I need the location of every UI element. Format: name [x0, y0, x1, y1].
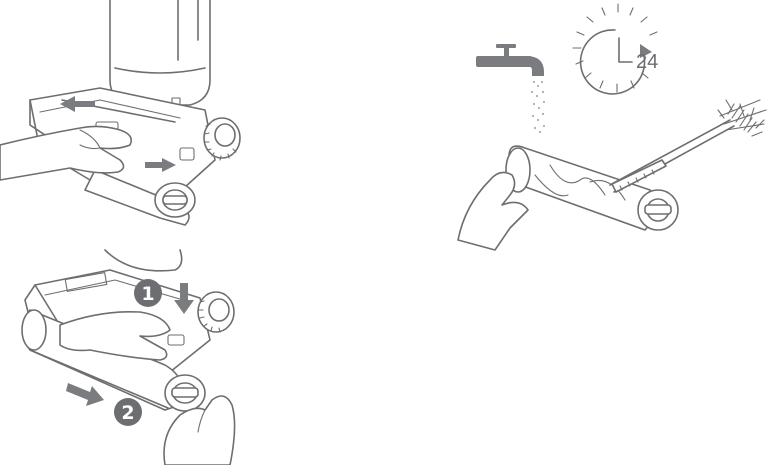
step-one-number: 1: [141, 283, 154, 305]
roller-wash-illustration: 24: [440, 0, 770, 260]
step-two-badge: 2: [114, 398, 142, 426]
step-two-number: 2: [121, 402, 134, 424]
cleaning-brush: [610, 100, 766, 192]
faucet-icon: [476, 44, 544, 76]
step-wash-dry-illustration: 24: [440, 0, 770, 260]
roller-brush: [506, 146, 678, 230]
step-remove-roller-illustration: 1 2: [0, 240, 250, 465]
clock-hours-label: 24: [636, 51, 658, 73]
water-drops: [531, 81, 545, 133]
roller-removal-illustration: 1 2: [0, 240, 250, 465]
brush-head-top-illustration: [0, 0, 250, 230]
pull-out-arrow: [66, 383, 104, 406]
step-press-release-illustration: [0, 0, 250, 230]
step-one-badge: 1: [134, 279, 162, 307]
clock-24h-icon: 24: [573, 4, 658, 94]
